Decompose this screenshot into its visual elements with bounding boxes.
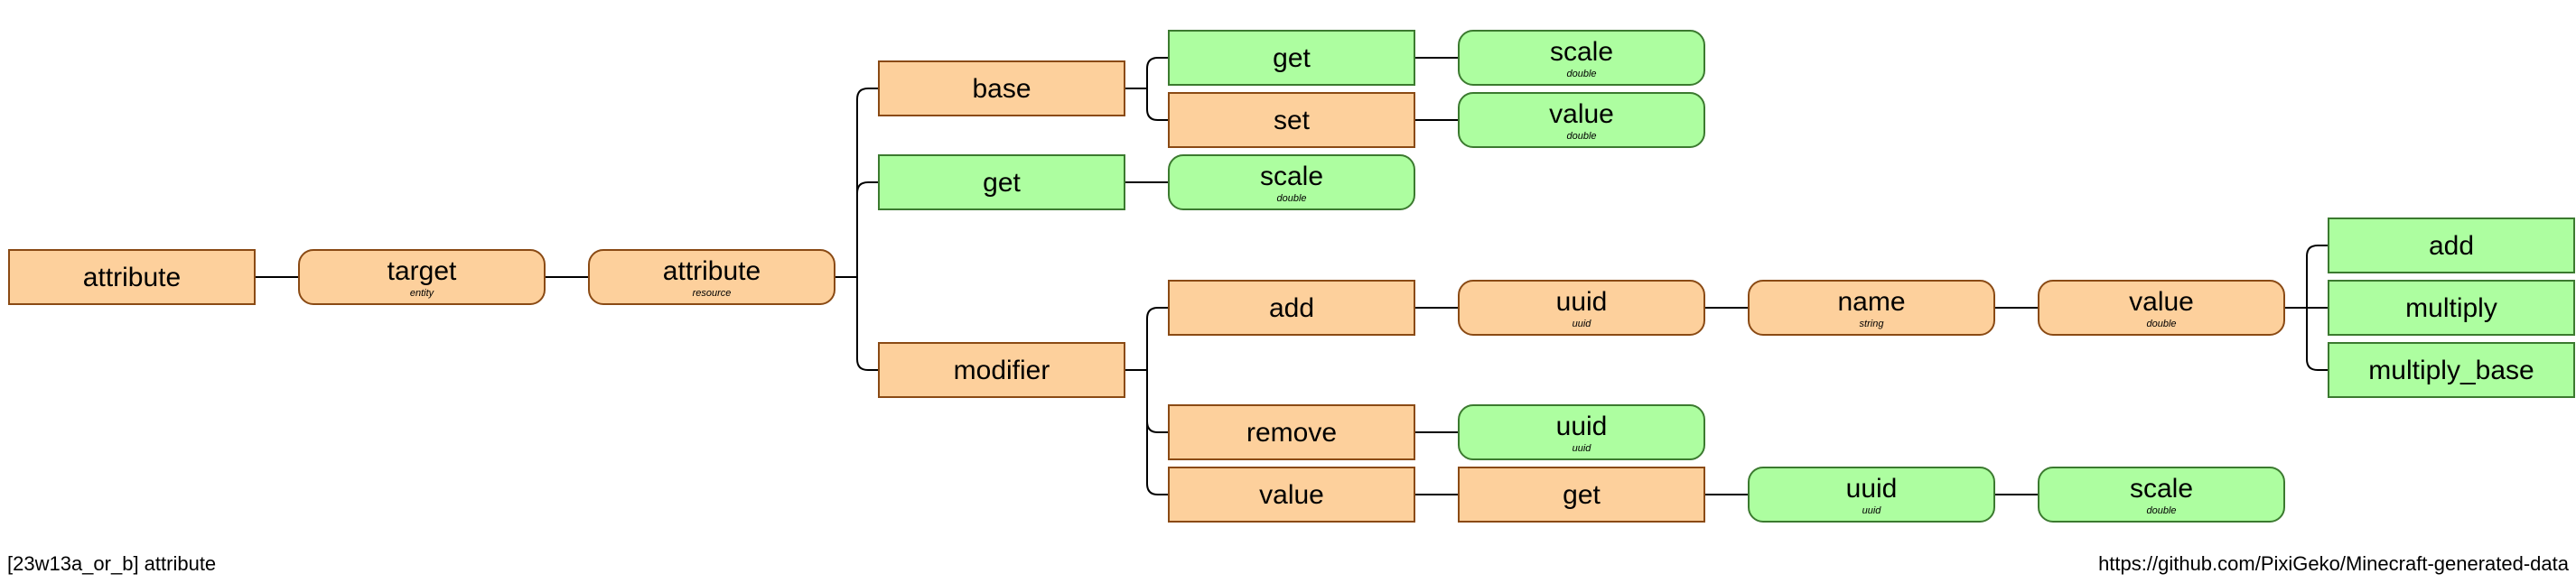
node-label: remove <box>1246 418 1337 448</box>
node-label: multiply <box>2405 293 2497 323</box>
node-add: add <box>2328 217 2575 273</box>
node-label: value <box>2129 287 2194 317</box>
node-box <box>2328 342 2575 398</box>
node-label: add <box>1269 293 1314 323</box>
node-label: attribute <box>663 256 761 286</box>
node-box <box>878 342 1125 398</box>
footer-source-url: https://github.com/PixiGeko/Minecraft-ge… <box>2098 552 2569 575</box>
node-label: value <box>1549 99 1614 129</box>
node-get: get <box>1168 30 1415 86</box>
node-label: scale <box>1550 37 1613 67</box>
node-type-label: double <box>1566 131 1596 142</box>
node-get: get <box>1458 467 1705 523</box>
node-type-label: uuid <box>1862 505 1882 516</box>
node-label: base <box>972 74 1031 104</box>
node-attribute: attribute resource <box>588 249 835 305</box>
node-label: target <box>387 256 457 286</box>
edge-n4-n5 <box>1146 57 1169 88</box>
node-box <box>1748 280 1995 336</box>
node-box <box>1458 92 1705 148</box>
node-box <box>2038 280 2285 336</box>
node-remove: remove <box>1168 404 1415 460</box>
edge-n4-n7 <box>1146 88 1169 121</box>
node-label: value <box>1259 480 1324 510</box>
node-label: uuid <box>1556 412 1608 441</box>
node-box <box>2328 217 2575 273</box>
node-box <box>1168 30 1415 86</box>
node-value: value double <box>1458 92 1705 148</box>
node-label: add <box>2429 231 2474 261</box>
command-tree-diagram: attribute target entity attribute resource ba… <box>8 30 2575 523</box>
node-layer: attribute target entity attribute resource ba… <box>8 30 2575 523</box>
edge-n15-n18 <box>2306 308 2329 371</box>
node-type-label: double <box>1276 193 1306 204</box>
node-box <box>1168 280 1415 336</box>
node-label: get <box>983 168 1021 198</box>
node-label: modifier <box>954 356 1050 385</box>
node-type-label: double <box>2146 505 2176 516</box>
node-box <box>2328 280 2575 336</box>
node-type-label: uuid <box>1573 443 1592 454</box>
edge-n11-n19 <box>1146 370 1169 433</box>
node-name: name string <box>1748 280 1995 336</box>
node-box <box>8 249 256 305</box>
node-label: uuid <box>1556 287 1608 317</box>
node-label: get <box>1563 480 1601 510</box>
node-label: scale <box>2130 474 2193 504</box>
node-attribute: attribute <box>8 249 256 305</box>
node-scale: scale double <box>1168 154 1415 210</box>
node-box <box>588 249 835 305</box>
node-box <box>1168 92 1415 148</box>
node-box <box>878 60 1125 116</box>
node-uuid: uuid uuid <box>1458 404 1705 460</box>
node-label: multiply_base <box>2368 356 2534 385</box>
node-box <box>878 154 1125 210</box>
node-type-label: double <box>1566 69 1596 79</box>
node-box <box>1458 467 1705 523</box>
node-label: uuid <box>1846 474 1898 504</box>
node-scale: scale double <box>1458 30 1705 86</box>
edge-n15-n16 <box>2306 245 2329 308</box>
edge-n11-n21 <box>1146 370 1169 495</box>
node-multiply: multiply <box>2328 280 2575 336</box>
node-box <box>1458 280 1705 336</box>
node-label: attribute <box>83 263 181 292</box>
node-value: value double <box>2038 280 2285 336</box>
node-value: value <box>1168 467 1415 523</box>
node-modifier: modifier <box>878 342 1125 398</box>
node-box <box>1748 467 1995 523</box>
edge-n3-n4 <box>856 88 879 277</box>
node-type-label: string <box>1860 319 1885 329</box>
edge-n11-n12 <box>1146 307 1169 370</box>
node-box <box>1168 154 1415 210</box>
node-type-label: resource <box>693 288 732 299</box>
node-label: scale <box>1260 162 1323 191</box>
node-base: base <box>878 60 1125 116</box>
node-box <box>2038 467 2285 523</box>
node-type-label: entity <box>410 288 435 299</box>
node-type-label: double <box>2146 319 2176 329</box>
node-label: name <box>1837 287 1905 317</box>
node-target: target entity <box>298 249 546 305</box>
node-label: get <box>1273 43 1311 73</box>
node-uuid: uuid uuid <box>1458 280 1705 336</box>
node-add: add <box>1168 280 1415 336</box>
node-multiply-base: multiply_base <box>2328 342 2575 398</box>
edge-n3-n9 <box>856 181 879 277</box>
edge-layer <box>255 57 2329 495</box>
node-set: set <box>1168 92 1415 148</box>
edge-n3-n11 <box>856 277 879 371</box>
node-type-label: uuid <box>1573 319 1592 329</box>
node-box <box>1458 30 1705 86</box>
node-label: set <box>1274 106 1311 135</box>
node-box <box>298 249 546 305</box>
node-box <box>1168 467 1415 523</box>
footer-version-label: [23w13a_or_b] attribute <box>7 552 217 575</box>
node-box <box>1458 404 1705 460</box>
node-box <box>1168 404 1415 460</box>
node-get: get <box>878 154 1125 210</box>
